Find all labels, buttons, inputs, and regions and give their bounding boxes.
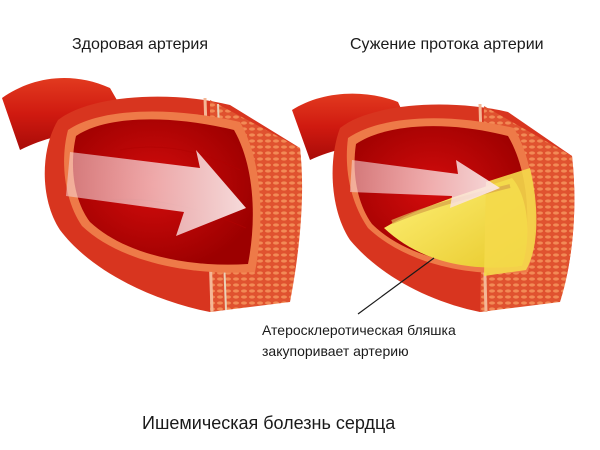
healthy-artery-illustration <box>2 77 303 313</box>
annotation-pointer <box>357 257 435 315</box>
narrowed-artery-illustration <box>292 93 575 315</box>
diagram-caption: Ишемическая болезнь сердца <box>142 413 396 433</box>
narrowed-artery-title: Сужение протока артерии <box>350 36 544 53</box>
healthy-artery-title: Здоровая артерия <box>72 36 209 53</box>
plaque-annotation-line-2: закупоривает артерию <box>262 343 409 359</box>
plaque-annotation-line-1: Атеросклеротическая бляшка <box>262 322 456 338</box>
plaque-annotation: Атеросклеротическая бляшка закупоривает … <box>262 320 456 362</box>
